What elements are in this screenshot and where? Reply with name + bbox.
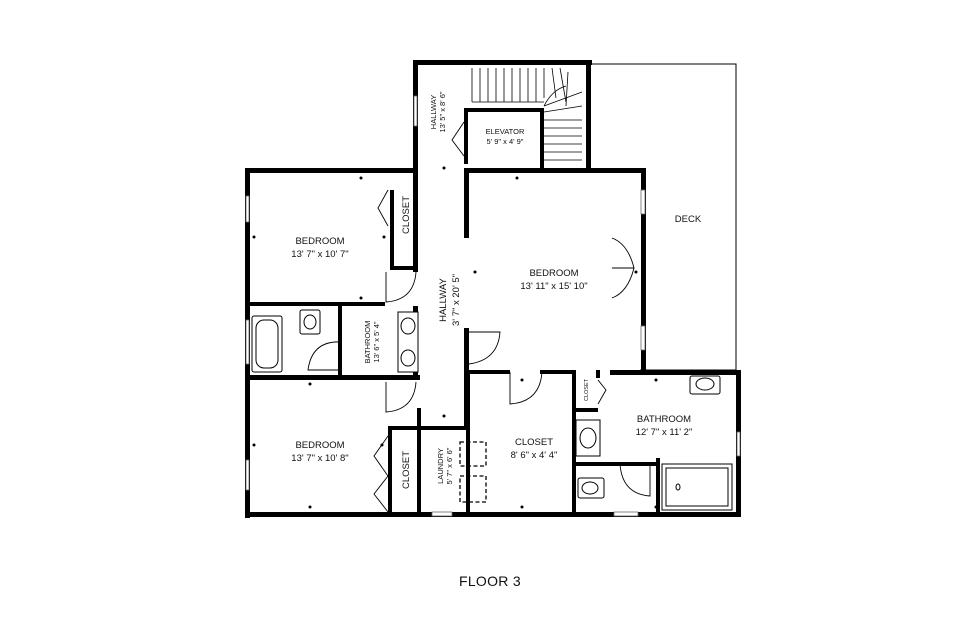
laundry-name: LAUNDRY	[436, 448, 445, 484]
bathtub-icon	[251, 315, 283, 373]
bedroom-main-dims: 13' 11" x 15' 10"	[520, 281, 587, 292]
bathroom-se-name: BATHROOM	[637, 414, 691, 425]
elevator-dims: 5' 9" x 4' 9"	[487, 137, 524, 146]
floor-label: FLOOR 3	[459, 573, 521, 589]
closet-center-dims: 8' 6" x 4' 4"	[511, 450, 558, 461]
hallway-top-name: HALLWAY	[429, 95, 438, 129]
stairs-icon	[471, 67, 583, 161]
laundry-appliances	[459, 441, 487, 503]
bathroom-mid-name: BATHROOM	[363, 321, 372, 364]
shower-icon	[661, 463, 733, 511]
closet-small-name: CLOSET	[584, 378, 590, 401]
door-swing-icon	[307, 121, 651, 513]
elevator-name: ELEVATOR	[486, 127, 525, 136]
sink-icon	[397, 311, 601, 457]
dimension-markers	[252, 166, 658, 509]
closet-nw-name: CLOSET	[401, 196, 412, 234]
bathroom-mid-dims: 13' 6" x 5' 4"	[372, 321, 381, 362]
toilet-icon	[299, 309, 721, 499]
deck-outline	[588, 63, 737, 371]
hallway-top-dims: 13' 5" x 8' 6"	[438, 91, 447, 132]
deck-name: DECK	[675, 214, 702, 225]
bedroom-nw-dims: 13' 7" x 10' 7"	[291, 249, 348, 260]
bedroom-sw-name: BEDROOM	[295, 440, 344, 451]
bedroom-main-name: BEDROOM	[529, 268, 578, 279]
bathroom-se-dims: 12' 7" x 11' 2"	[636, 427, 693, 438]
window-icon	[245, 95, 741, 517]
closet-center-name: CLOSET	[515, 437, 553, 448]
room-labels: HALLWAY 13' 5" x 8' 6" ELEVATOR 5' 9" x …	[291, 91, 702, 489]
hallway-main-name: HALLWAY	[438, 278, 449, 322]
closet-sw-name: CLOSET	[401, 451, 412, 489]
laundry-dims: 5' 7" x 6' 6"	[445, 447, 454, 484]
hallway-main-dims: 3' 7" x 20' 5"	[451, 274, 462, 326]
bedroom-nw-name: BEDROOM	[295, 236, 344, 247]
bedroom-sw-dims: 13' 7" x 10' 8"	[291, 453, 348, 464]
